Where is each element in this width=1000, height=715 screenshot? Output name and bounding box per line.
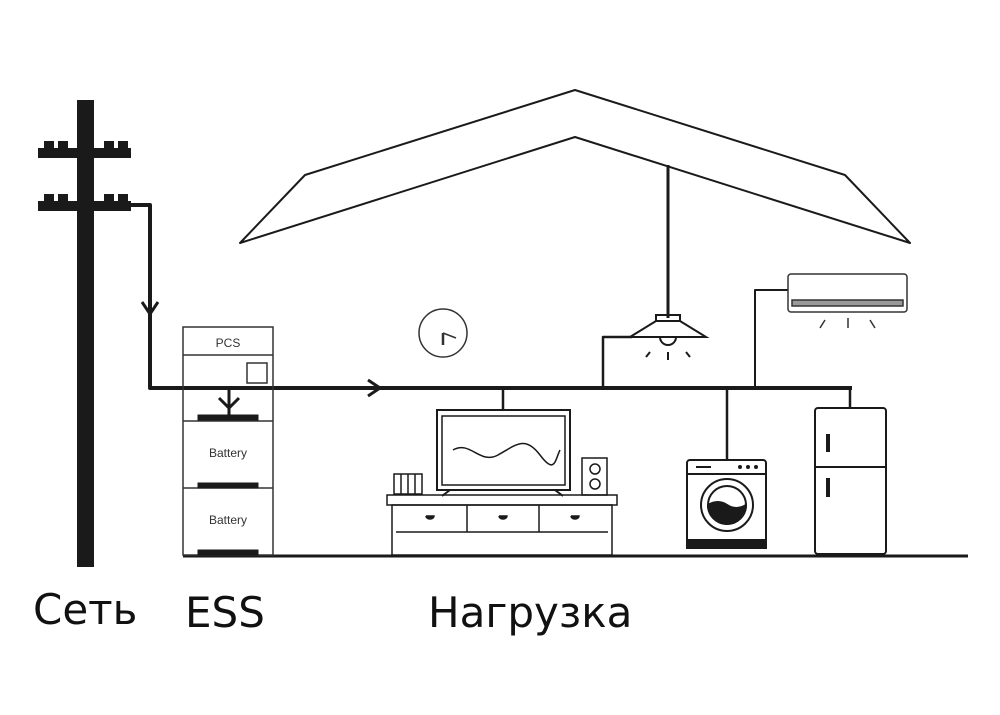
arrow-down-icon [140,301,160,316]
ess-battery-1-label: Battery [209,446,247,460]
tv-icon [436,409,571,497]
washing-machine-icon [686,459,767,549]
speaker-icon [581,457,608,496]
lamp-icon [626,314,710,360]
power-pole-icon [38,100,131,567]
grid-label: Сеть [33,585,138,634]
load-label: Нагрузка [428,588,633,637]
air-conditioner-icon [787,273,908,329]
ess-label: ESS [185,588,265,637]
books-icon [393,473,423,495]
grid-wire [128,203,852,390]
arrow-right-icon [367,378,382,398]
house-roof [239,89,911,244]
ess-pcs-label: PCS [216,336,241,350]
clock-icon [418,308,468,358]
ess-battery-2-label: Battery [209,513,247,527]
tv-stand-icon [386,494,618,556]
refrigerator-icon [814,407,887,555]
